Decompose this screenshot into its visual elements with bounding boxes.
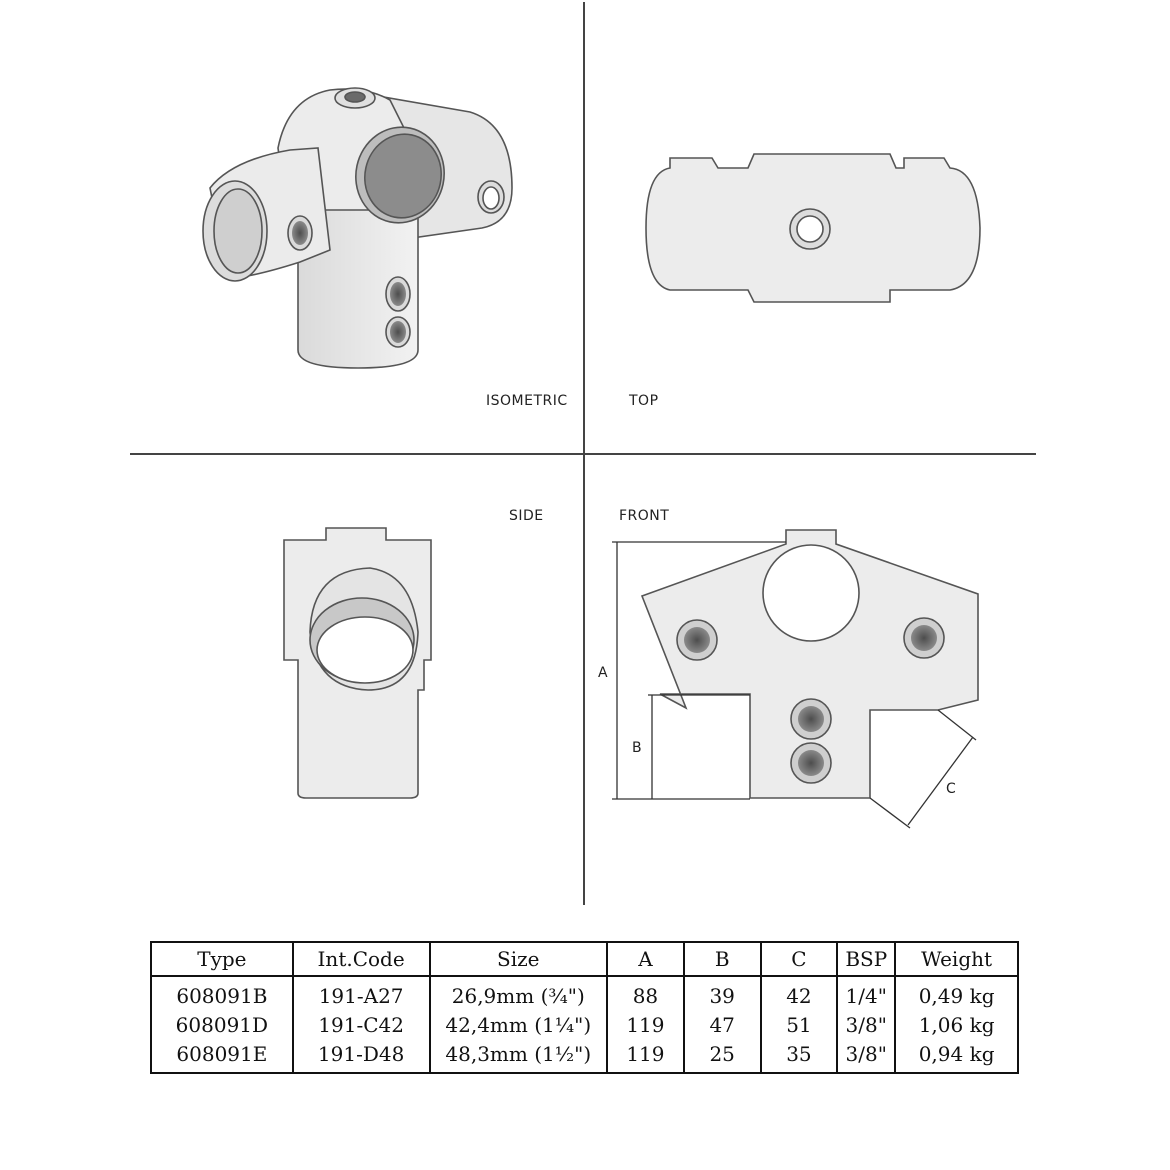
header-int-code: Int.Code [291,941,431,977]
dimension-lines [612,541,977,829]
cell-type: 608091E [150,1039,294,1074]
header-type: Type [150,941,294,977]
cell-a: 119 [606,1010,685,1039]
top-view [645,153,981,303]
cell-int-code: 191-A27 [291,976,431,1010]
cell-c: 51 [759,1010,839,1039]
cell-c: 35 [759,1039,839,1074]
isometric-label: ISOMETRIC [486,393,568,409]
cell-size: 42,4mm (1¼") [428,1010,609,1039]
side-view [283,527,432,799]
cell-type: 608091D [150,1010,294,1039]
cell-b: 39 [682,976,762,1010]
dimension-b-label: B [632,740,642,756]
cell-int-code: 191-C42 [291,1010,431,1039]
table-row: 608091B 191-A27 26,9mm (¾") 88 39 42 1/4… [150,976,1019,1010]
header-b: B [682,941,762,977]
cell-bsp: 1/4" [836,976,897,1010]
cell-weight: 0,49 kg [894,976,1019,1010]
cell-b: 25 [682,1039,762,1074]
header-c: C [759,941,839,977]
cell-b: 47 [682,1010,762,1039]
header-weight: Weight [894,941,1019,977]
technical-drawing: A B C [130,2,1036,905]
cell-size: 48,3mm (1½") [428,1039,609,1074]
cell-bsp: 3/8" [836,1039,897,1074]
side-label: SIDE [509,508,544,524]
cell-weight: 0,94 kg [894,1039,1019,1074]
header-size: Size [428,941,609,977]
dimension-a-label: A [598,665,608,681]
table-row: 608091E 191-D48 48,3mm (1½") 119 25 35 3… [150,1039,1019,1074]
cell-a: 88 [606,976,685,1010]
cell-a: 119 [606,1039,685,1074]
isometric-view [202,87,513,369]
cell-int-code: 191-D48 [291,1039,431,1074]
cell-c: 42 [759,976,839,1010]
cell-type: 608091B [150,976,294,1010]
cell-size: 26,9mm (¾") [428,976,609,1010]
table-header-row: Type Int.Code Size A B C BSP Weight [150,941,1019,977]
spec-table: Type Int.Code Size A B C BSP Weight 6080… [150,941,1019,1074]
table-row: 608091D 191-C42 42,4mm (1¼") 119 47 51 3… [150,1010,1019,1039]
header-bsp: BSP [836,941,897,977]
header-a: A [606,941,685,977]
cell-weight: 1,06 kg [894,1010,1019,1039]
cell-bsp: 3/8" [836,1010,897,1039]
front-view [640,529,979,799]
dimension-c-label: C [946,781,956,797]
top-label: TOP [629,393,659,409]
front-label: FRONT [619,508,670,524]
